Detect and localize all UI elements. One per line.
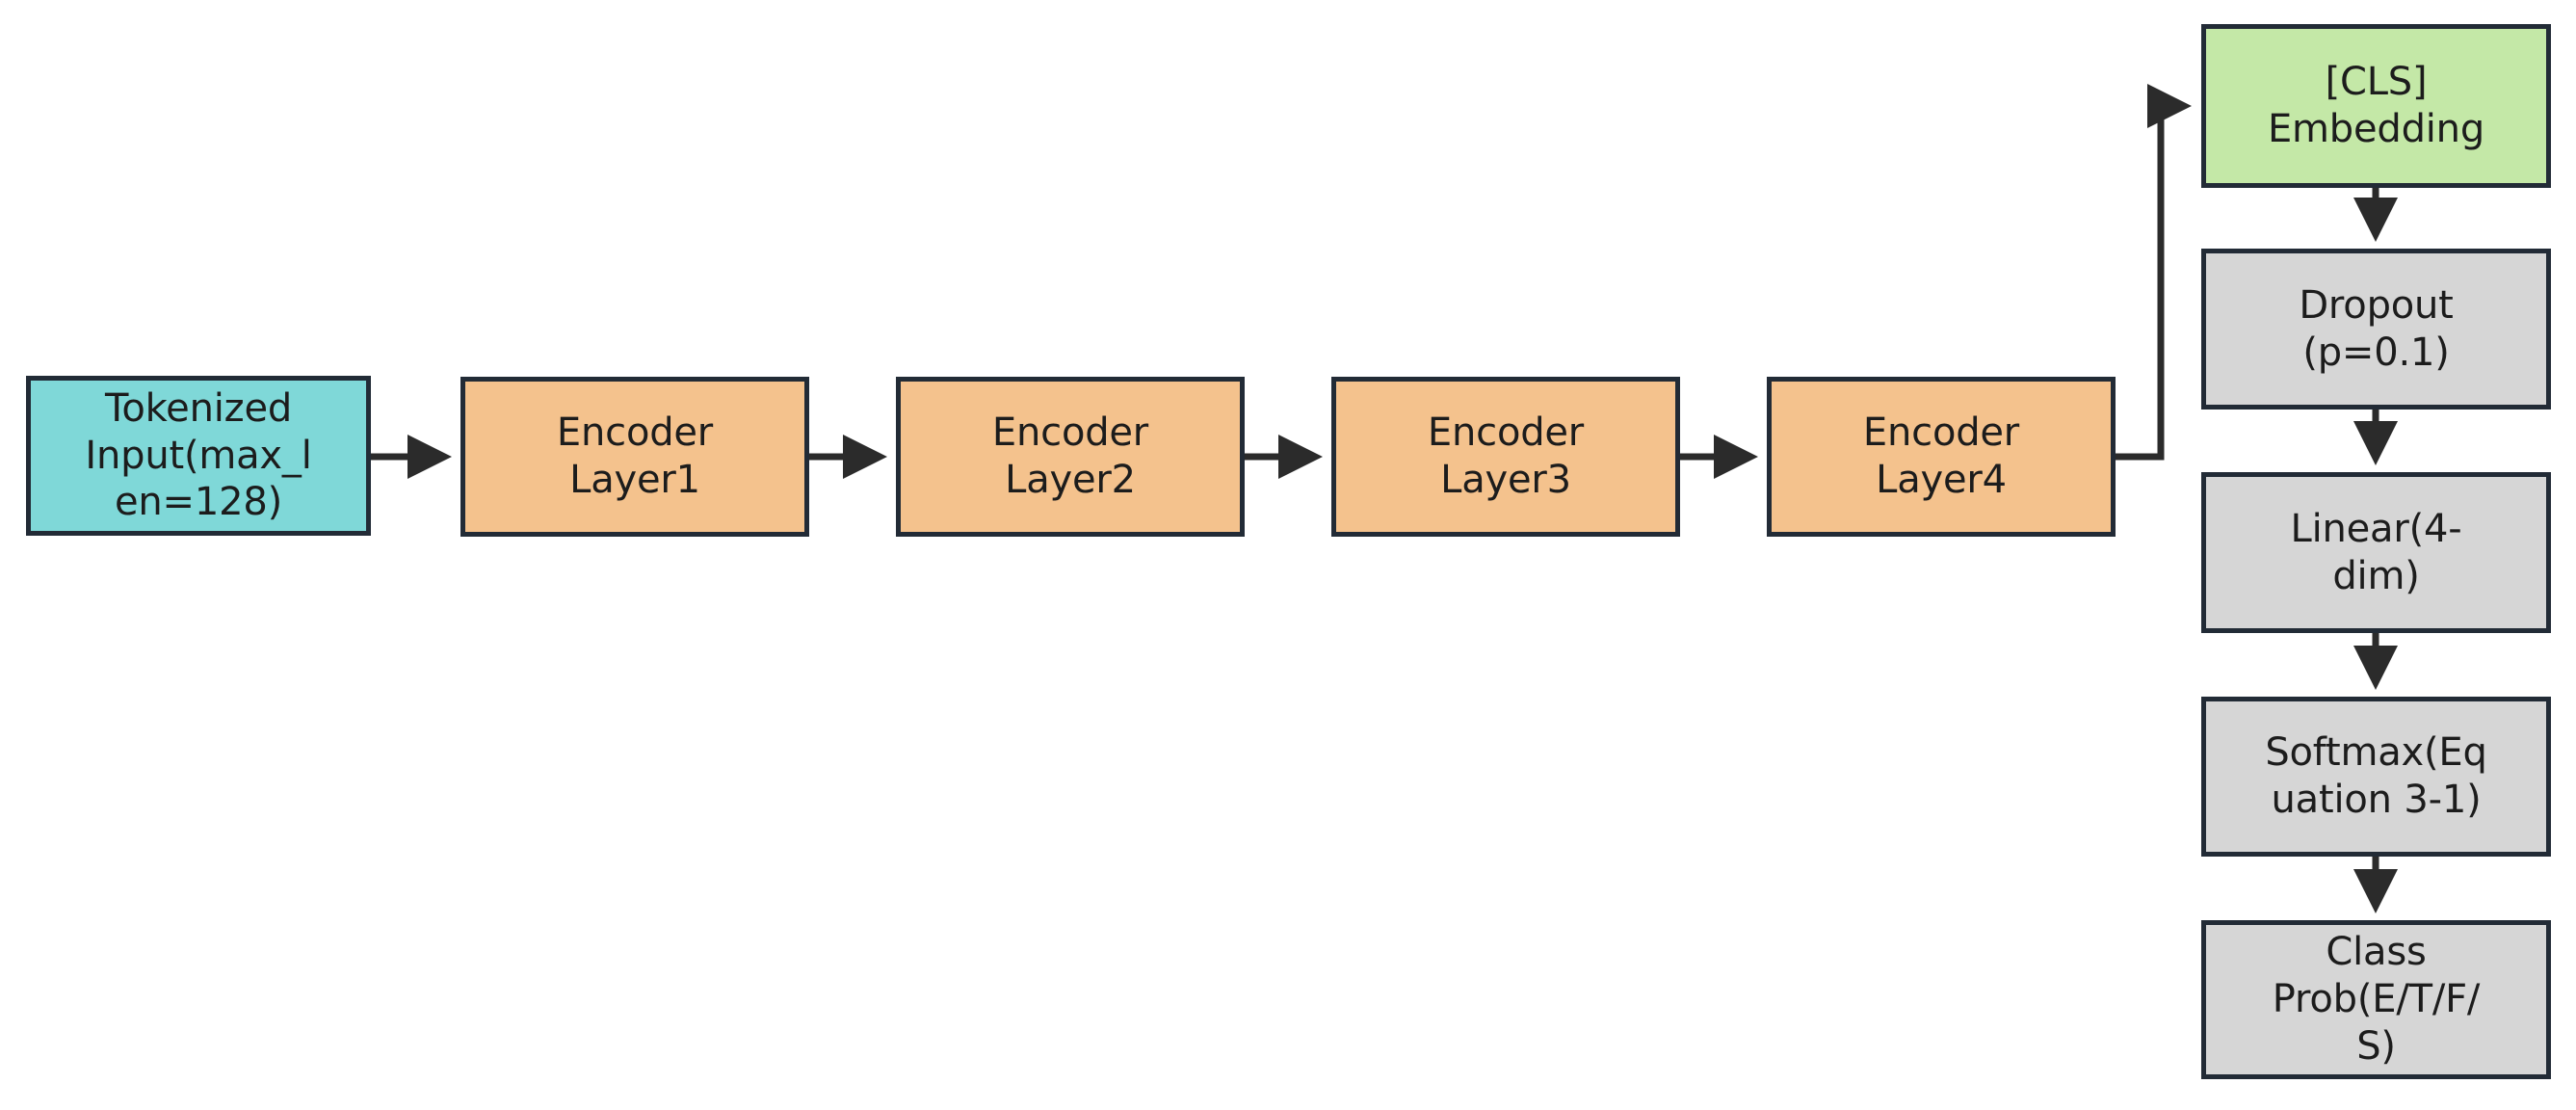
node-tokenized-input-label: Tokenized Input(max_l en=128) xyxy=(85,385,312,525)
node-class-prob[interactable]: Class Prob(E/T/F/ S) xyxy=(2201,920,2551,1079)
node-encoder-layer-4[interactable]: Encoder Layer4 xyxy=(1767,377,2116,537)
node-encoder-layer-3-label: Encoder Layer3 xyxy=(1427,410,1585,502)
node-encoder-layer-2[interactable]: Encoder Layer2 xyxy=(896,377,1245,537)
node-encoder-layer-3[interactable]: Encoder Layer3 xyxy=(1331,377,1680,537)
node-encoder-layer-4-label: Encoder Layer4 xyxy=(1862,410,2020,502)
node-linear[interactable]: Linear(4- dim) xyxy=(2201,472,2551,633)
node-softmax[interactable]: Softmax(Eq uation 3-1) xyxy=(2201,697,2551,857)
node-encoder-layer-1[interactable]: Encoder Layer1 xyxy=(460,377,809,537)
node-cls-embedding-label: [CLS] Embedding xyxy=(2267,60,2485,151)
node-tokenized-input[interactable]: Tokenized Input(max_l en=128) xyxy=(26,376,371,536)
node-encoder-layer-2-label: Encoder Layer2 xyxy=(991,410,1149,502)
node-linear-label: Linear(4- dim) xyxy=(2290,506,2462,598)
node-encoder-layer-1-label: Encoder Layer1 xyxy=(556,410,714,502)
edge-encoder4-to-cls xyxy=(2116,83,2193,461)
node-dropout-label: Dropout (p=0.1) xyxy=(2299,282,2454,375)
node-cls-embedding[interactable]: [CLS] Embedding xyxy=(2201,24,2551,188)
node-dropout[interactable]: Dropout (p=0.1) xyxy=(2201,249,2551,410)
node-class-prob-label: Class Prob(E/T/F/ S) xyxy=(2272,930,2481,1069)
node-softmax-label: Softmax(Eq uation 3-1) xyxy=(2265,730,2487,822)
